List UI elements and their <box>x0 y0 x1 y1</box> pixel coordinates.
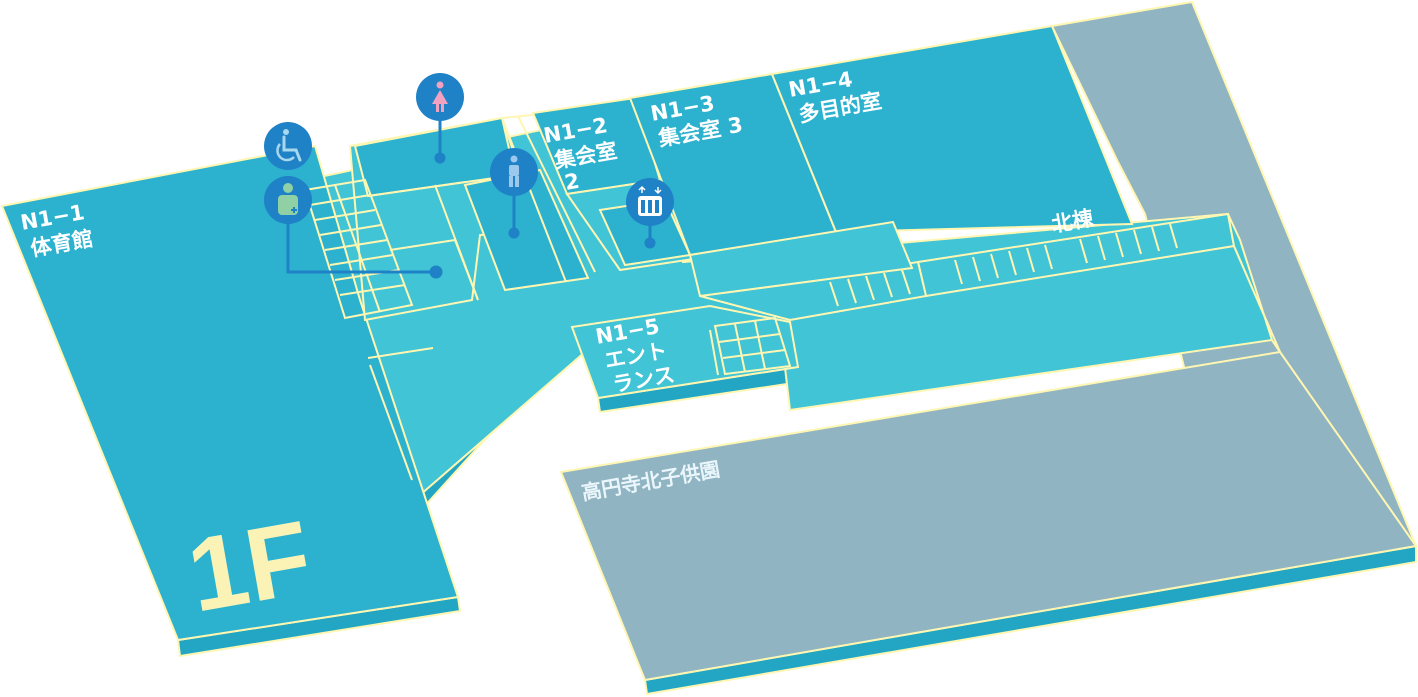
room-n1-1-gym[interactable] <box>0 144 460 642</box>
marker-stems <box>286 118 656 279</box>
room-n1-5-entrance[interactable] <box>570 304 800 400</box>
wheelchair-icon[interactable] <box>264 122 312 170</box>
park-area <box>559 350 1418 682</box>
first-aid-icon[interactable] <box>264 176 312 224</box>
room-toilets <box>463 111 596 292</box>
female-icon[interactable] <box>416 73 464 121</box>
room-n1-2-name-2: 2 <box>563 169 582 195</box>
elevator-icon[interactable] <box>626 178 674 226</box>
stairs-north <box>829 223 1178 307</box>
room-n1-4[interactable] <box>770 24 1134 234</box>
stairs-entrance <box>713 316 792 376</box>
floor-label: 1F <box>180 499 320 634</box>
corridor-lines <box>367 181 479 481</box>
stairs-left <box>303 178 414 320</box>
room-north-strip <box>688 220 914 298</box>
room-labels: N1−1 体育館 N1−2 集会室 2 N1−3 集会室 3 N1−4 多目的室… <box>19 67 1097 635</box>
male-icon[interactable] <box>490 148 538 196</box>
